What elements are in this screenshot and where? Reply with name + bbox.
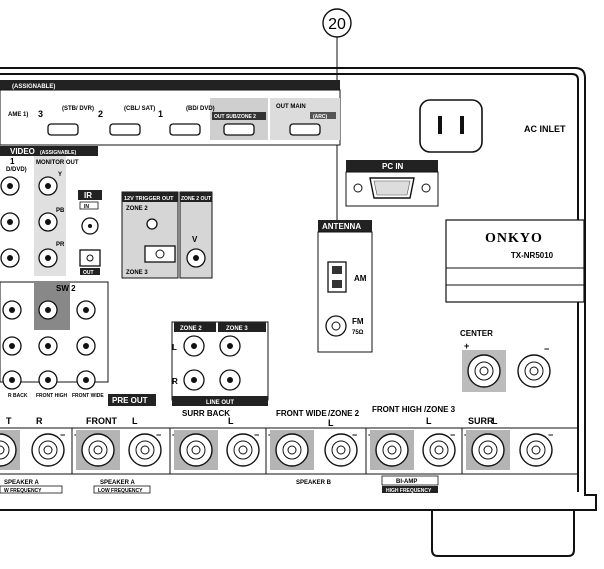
pc-in: PC IN [345, 160, 439, 207]
antenna-section: ANTENNA AM FM 75Ω [317, 220, 373, 353]
ir-out-label: OUT [83, 270, 94, 276]
center-minus-sign: − [544, 344, 549, 354]
trigger-zone2-jack[interactable] [146, 218, 158, 230]
preout-label: PRE OUT [112, 396, 148, 405]
line-out-r-label: R [172, 377, 178, 386]
hdmi-input-2-num: 2 [98, 109, 103, 119]
nameplate: ONKYO TX-NR5010 [445, 219, 585, 303]
hdmi-input-3-num: 3 [38, 109, 43, 119]
biamp-label: BI-AMP [396, 479, 417, 485]
speaker-a-mid-label: SPEAKER A [100, 480, 135, 486]
component-pr-label: PR [56, 242, 65, 248]
hdmi-port-2[interactable] [109, 123, 141, 136]
hdmi-input-4-label: AME 1) [8, 112, 28, 118]
spk-zone2-label: /ZONE 2 [328, 409, 360, 418]
front-high-l-minus-sign: − [450, 430, 455, 440]
ir-section: IR IN OUT [78, 190, 102, 276]
component-header: VIDEO [10, 147, 35, 156]
spk-l2-label: L [228, 416, 234, 426]
speaker-group-labels: SPEAKER A W FREQUENCY SPEAKER A LOW FREQ… [0, 475, 439, 494]
hdmi-out-sub-port[interactable] [223, 123, 255, 136]
component-input1-sub: D/DVD) [6, 167, 27, 173]
ac-inlet-socket[interactable] [419, 99, 483, 153]
component-assignable: (ASSIGNABLE) [40, 150, 76, 156]
pc-in-label: PC IN [382, 162, 404, 171]
trigger-zone2-label: ZONE 2 [126, 206, 148, 212]
component-pb-label: PB [56, 208, 65, 214]
ac-inlet-label: AC INLET [524, 124, 566, 134]
antenna-am-label: AM [354, 274, 367, 283]
antenna-fm-label: FM [352, 317, 364, 326]
model-name: TX-NR5010 [511, 251, 554, 260]
monitor-out-label: MONITOR OUT [36, 160, 79, 166]
speaker-a-left-sub: W FREQUENCY [4, 488, 42, 494]
spk-r-label: R [36, 416, 43, 426]
spk-front-wide-label: FRONT WIDE [276, 409, 327, 418]
hdmi-header: (ASSIGNABLE) [12, 84, 55, 90]
spk-front-high-label: FRONT HIGH /ZONE 3 [372, 405, 456, 414]
t-minus-sign: − [60, 430, 65, 440]
ir-label: IR [84, 191, 92, 200]
center-label: CENTER [460, 329, 493, 338]
preout-front-wide-label: FRONT WIDE [72, 393, 104, 399]
spk-surr-back-label: SURR BACK [182, 409, 230, 418]
center-plus-sign: + [464, 341, 469, 351]
ac-inlet: AC INLET [419, 99, 566, 153]
hdmi-input-2-label: (CBL/ SAT) [124, 106, 155, 112]
antenna-label: ANTENNA [322, 222, 361, 231]
line-out-label: LINE OUT [206, 400, 234, 406]
line-out-zone2-label: ZONE 2 [180, 326, 202, 332]
antenna-fm-ohm: 75Ω [352, 330, 364, 336]
hdmi-out-main-port[interactable] [289, 123, 321, 136]
spk-l3-label: L [426, 416, 432, 426]
speaker-a-mid-sub: LOW FREQUENCY [98, 488, 143, 494]
spk-zone2-l-label: L [328, 418, 334, 428]
preout-sw2-label: SW 2 [56, 284, 76, 293]
spk-l1-label: L [132, 416, 138, 426]
speaker-a-left-label: SPEAKER A [4, 480, 39, 486]
line-out-zone3-label: ZONE 3 [226, 326, 248, 332]
component-input1: 1 [10, 157, 15, 166]
spk-front-label: FRONT [86, 416, 117, 426]
trigger-label: 12V TRIGGER OUT [124, 196, 174, 202]
hdmi-port-3[interactable] [47, 123, 79, 136]
hdmi-port-1[interactable] [169, 123, 201, 136]
surr-l-minus-sign: − [548, 430, 553, 440]
hdmi-section: (ASSIGNABLE) AME 1) 3 (STB/ DVR) 2 (CBL/… [0, 80, 341, 146]
component-video-section: VIDEO (ASSIGNABLE) 1 D/DVD) MONITOR OUT … [0, 146, 98, 276]
component-y-label: Y [58, 172, 62, 178]
spk-surr-label: SURR [468, 416, 494, 426]
hdmi-out-main-label: OUT MAIN [276, 104, 306, 110]
hdmi-arc-label: (ARC) [313, 114, 327, 120]
chassis-outline [0, 67, 597, 557]
spk-surr-l-label: L [492, 416, 498, 426]
speaker-terminals: T R FRONT L SURR BACK L FRONT WIDE /ZONE… [0, 405, 578, 475]
zone2-out-section: ZONE 2 OUT V [179, 191, 213, 279]
line-out-section: ZONE 2 ZONE 3 L R LINE OUT [171, 321, 269, 406]
zone2-out-label: ZONE 2 OUT [181, 196, 211, 202]
front-l-minus-sign: − [156, 430, 161, 440]
ir-in-label: IN [84, 204, 89, 210]
hdmi-input-1-num: 1 [158, 109, 163, 119]
spk-t-label: T [6, 416, 12, 426]
biamp-sub: HIGH FREQUENCY [386, 488, 432, 494]
speaker-b-label: SPEAKER B [296, 480, 332, 486]
trigger-zone3-label: ZONE 3 [126, 270, 148, 276]
hdmi-input-1-label: (BD/ DVD) [186, 106, 215, 112]
hdmi-out-sub-label: OUT SUB/ZONE 2 [214, 114, 256, 120]
surr-back-l-minus-sign: − [254, 430, 259, 440]
center-speaker-section: CENTER + − [460, 329, 551, 392]
preout-section: SW 2 R BACK FRONT HIGH FRONT WIDE PRE OU… [0, 281, 156, 406]
preout-surr-back-label: R BACK [8, 393, 28, 399]
brand-logo: ONKYO [485, 231, 543, 246]
zone2-out-v-label: V [192, 235, 198, 244]
line-out-l-label: L [172, 343, 177, 352]
trigger-section: 12V TRIGGER OUT ZONE 2 ZONE 3 [121, 191, 179, 279]
preout-front-high-label: FRONT HIGH [36, 393, 67, 399]
hdmi-input-3-label: (STB/ DVR) [62, 106, 94, 112]
front-wide-l-minus-sign: − [352, 430, 357, 440]
callout-number: 20 [328, 16, 346, 33]
